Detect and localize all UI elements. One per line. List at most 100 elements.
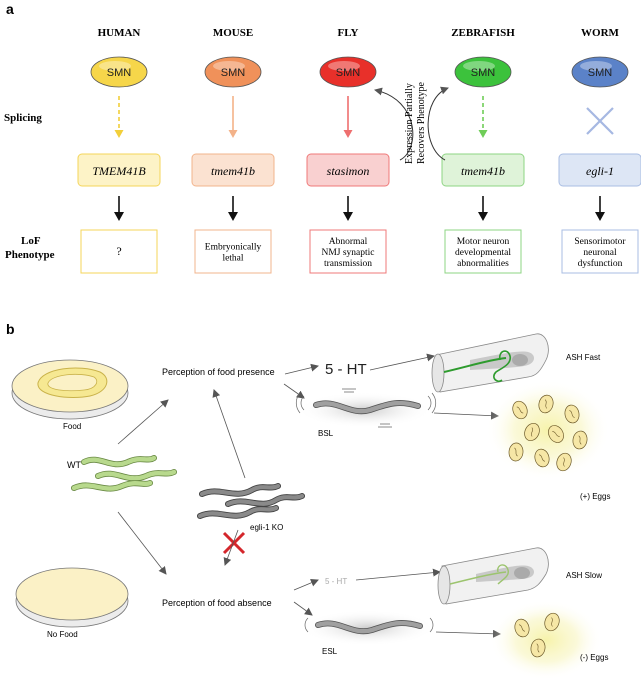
panel-b-arrows [117, 353, 501, 638]
egg-icon [538, 394, 554, 414]
species-label: ZEBRAFISH [451, 27, 515, 39]
wt-worms [71, 455, 177, 492]
phenotype-box [80, 229, 158, 274]
egg-icon [514, 618, 530, 638]
eggs-minus-label: (-) Eggs [580, 653, 608, 662]
lof-arrowhead [343, 212, 353, 221]
phenotype-text: NMJ synaptic [321, 248, 374, 258]
gene-box [306, 153, 390, 187]
species-label: HUMAN [98, 27, 141, 39]
no-food-plate [15, 567, 129, 628]
smn-oval-highlight [463, 61, 495, 71]
splicing-arrowhead [343, 130, 353, 138]
phenotype-text: Sensorimotor [574, 237, 626, 247]
egg-icon [530, 638, 546, 658]
ash-slow-illustration [437, 547, 549, 605]
food-plate [11, 359, 129, 420]
phenotype-box [444, 229, 522, 274]
smn-oval [204, 56, 262, 88]
ht-fast-label: 5 - HT [325, 361, 367, 378]
food-label: Food [63, 422, 81, 431]
egg-icon [534, 448, 550, 468]
phenotype-box [309, 229, 387, 274]
egg-icon [556, 452, 572, 472]
smn-label: SMN [471, 67, 496, 79]
row-label-splicing: Splicing [4, 112, 42, 124]
phenotype-text: developmental [455, 248, 511, 258]
gene-box [558, 153, 641, 187]
gene-label: tmem41b [211, 164, 255, 178]
species-label: FLY [338, 27, 359, 39]
gene-box [77, 153, 161, 187]
phenotype-box [194, 229, 272, 274]
species-columns: HUMANSMNTMEM41B?MOUSESMNtmem41bEmbryonic… [77, 27, 641, 274]
species-label: MOUSE [213, 27, 253, 39]
smn-label: SMN [107, 67, 132, 79]
zebrafish-recovery-arrow [427, 86, 449, 161]
phenotype-text: dysfunction [578, 258, 623, 269]
phenotype-text: neuronal [583, 248, 617, 258]
smn-oval [319, 56, 377, 88]
egg-icon [572, 430, 588, 450]
egg-icon [512, 400, 528, 420]
esl-worm [300, 610, 436, 646]
eggs-plus-cluster [486, 380, 610, 480]
fly-recovery-arrow [374, 87, 414, 161]
gene-label: egli-1 [586, 164, 614, 178]
row-label-lof: LoF [21, 235, 41, 247]
phenotype-text: Abnormal [329, 237, 368, 247]
smn-oval-highlight [580, 61, 612, 71]
no-splicing-cross-icon [586, 107, 614, 135]
egg-icon [508, 442, 524, 462]
smn-oval-highlight [328, 61, 360, 71]
smn-oval [90, 56, 148, 88]
eggs-plus-label: (+) Eggs [580, 492, 610, 501]
egg-icon [524, 422, 540, 442]
smn-oval [571, 56, 629, 88]
smn-oval-highlight [213, 61, 245, 71]
splicing-arrowhead [478, 130, 488, 138]
esl-label: ESL [322, 647, 338, 656]
bsl-label: BSL [318, 429, 334, 438]
gene-label: stasimon [327, 164, 370, 178]
ash-fast-illustration [431, 333, 549, 393]
ko-worms [197, 483, 305, 519]
lof-arrowhead [114, 212, 124, 221]
smn-label: SMN [336, 67, 361, 79]
smn-label: SMN [221, 67, 246, 79]
ash-slow-label: ASH Slow [566, 571, 602, 580]
ht-slow-label: 5 - HT [325, 577, 347, 586]
no-food-label: No Food [47, 630, 78, 639]
perception-absence-label: Perception of food absence [162, 598, 272, 608]
perception-presence-label: Perception of food presence [162, 367, 275, 377]
phenotype-box [561, 229, 639, 274]
egg-icon [564, 404, 580, 424]
smn-label: SMN [588, 67, 613, 79]
phenotype-text: transmission [324, 259, 372, 269]
splicing-arrowhead [114, 130, 124, 138]
egg-icon [544, 612, 560, 632]
phenotype-text: Embryonically [205, 243, 262, 253]
phenotype-text: lethal [222, 254, 243, 264]
bsl-worm [295, 388, 437, 428]
lof-arrowhead [228, 212, 238, 221]
phenotype-text: ? [116, 244, 121, 258]
row-label-phenotype: Phenotype [5, 249, 55, 261]
rotated-note-line2: Recovers Phenotype [416, 82, 427, 164]
gene-box [441, 153, 525, 187]
panel-b-label: b [6, 321, 15, 337]
column-worm: WORM SMN egli-1Sensorimotorneuronaldysfunc… [558, 27, 641, 274]
phenotype-text: Motor neuron [457, 237, 510, 247]
species-label: WORM [581, 27, 620, 39]
lof-arrowhead [478, 212, 488, 221]
smn-oval-highlight [99, 61, 131, 71]
blocked-cross-icon [222, 531, 246, 555]
gene-label: tmem41b [461, 164, 505, 178]
ash-fast-label: ASH Fast [566, 353, 601, 362]
phenotype-text: abnormalities [457, 259, 509, 269]
